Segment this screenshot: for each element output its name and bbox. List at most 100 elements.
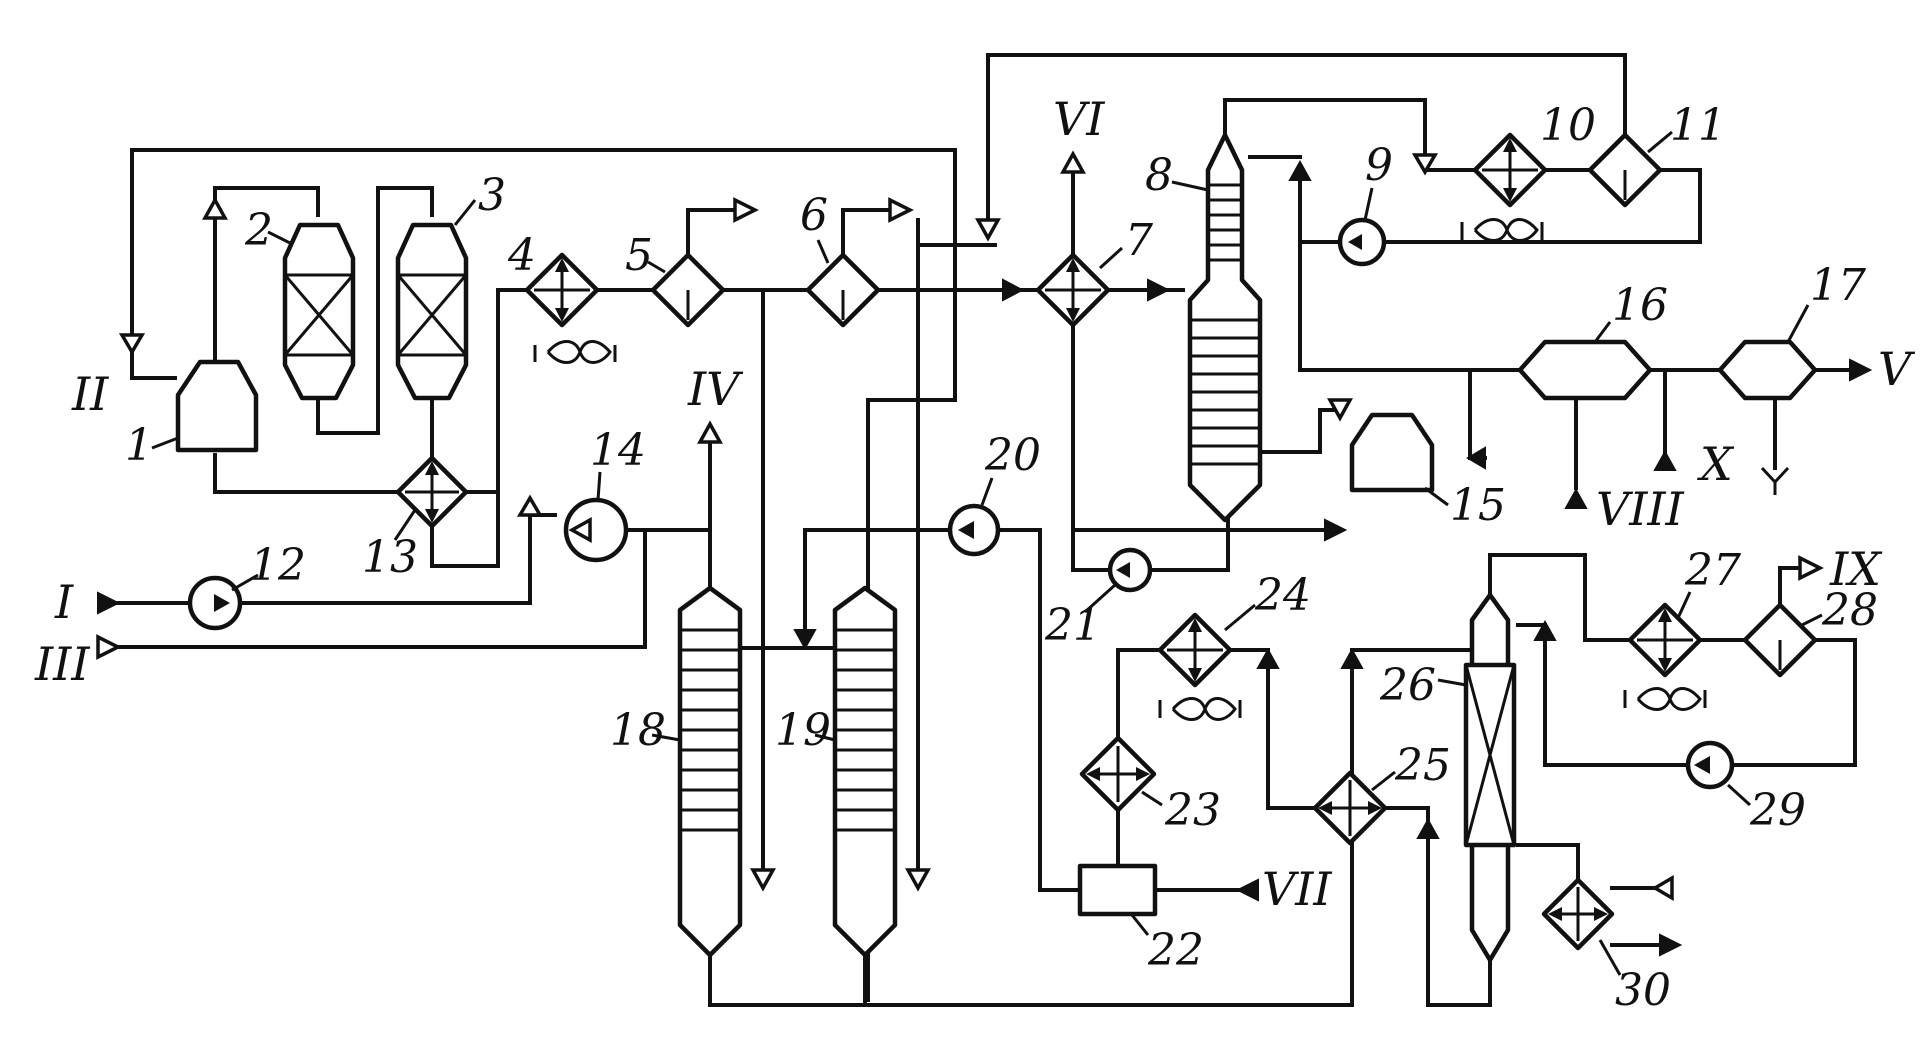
pipe-30-out (1610, 886, 1662, 947)
arrow-1-up (202, 196, 228, 220)
arrow-26-up (1416, 817, 1440, 839)
label-18: 18 (610, 705, 666, 756)
label-29: 29 (1749, 785, 1806, 836)
arrow-26-top (1533, 619, 1557, 641)
column-26 (1463, 592, 1517, 963)
air-cooler-10 (1460, 132, 1548, 242)
pipe-stream-iii (116, 528, 647, 649)
piping (116, 53, 1857, 1007)
label-19: 19 (775, 705, 831, 756)
column-8 (1187, 132, 1263, 523)
arrow-i (97, 591, 121, 615)
arrow-5-liquid (750, 868, 776, 892)
reactor-2 (282, 222, 356, 401)
arrow-x (1653, 449, 1677, 471)
label-7: 7 (1125, 215, 1153, 266)
unit-22 (1077, 863, 1158, 917)
label-2: 2 (244, 205, 273, 256)
pipe-24-out (1228, 648, 1317, 810)
stream-labels: I II III IV V VI VII VIII IX X (34, 92, 1916, 916)
stream-vii: VII (1262, 862, 1332, 916)
pump-12 (187, 575, 243, 631)
separator-15 (1349, 412, 1435, 493)
pump-20 (947, 503, 1001, 557)
column-19 (832, 585, 898, 958)
vessel-17 (1717, 339, 1818, 401)
vessel-16 (1517, 339, 1653, 401)
arrow-recycle-down (975, 218, 1001, 242)
column-19-trays (835, 628, 895, 832)
pipe-20-in (803, 528, 950, 642)
label-20: 20 (984, 430, 1041, 481)
stream-x: X (1697, 437, 1735, 491)
stream-ii: II (71, 367, 109, 421)
label-21: 21 (1044, 600, 1101, 651)
pipe-14-to-18 (625, 528, 712, 592)
pipe-8-top (1223, 98, 1427, 157)
flow-arrows (96, 150, 1873, 957)
label-13: 13 (362, 532, 418, 583)
pipe-7-down (1071, 323, 1114, 572)
pipe-5-vapor (686, 208, 737, 254)
label-17: 17 (1810, 260, 1866, 311)
air-cooler-27 (1623, 602, 1707, 711)
label-16: 16 (1612, 280, 1668, 331)
label-30: 30 (1615, 965, 1671, 1016)
pipe-16-drain (1468, 368, 1487, 460)
label-26: 26 (1379, 660, 1436, 711)
label-23: 23 (1164, 785, 1221, 836)
arrow-16-drain (1466, 446, 1486, 470)
equipment-labels: 1 2 3 4 5 6 7 8 9 10 11 12 13 14 15 16 1… (125, 100, 1878, 1016)
stream-viii: VIII (1596, 482, 1685, 536)
heat-exchanger-25 (1312, 770, 1388, 846)
label-4: 4 (507, 230, 536, 281)
column-8-trays (1190, 183, 1260, 466)
heat-exchanger-13 (395, 455, 469, 529)
pipe-1-to-13 (213, 453, 400, 494)
arrow-to-15 (1327, 398, 1353, 422)
heat-exchanger-23 (1079, 735, 1157, 813)
separator-1 (175, 359, 259, 453)
pipe-stream-ii (130, 148, 957, 1002)
pipe-21-to-8 (1146, 518, 1230, 572)
arrow-v (1849, 358, 1873, 382)
pipe-25-to-26 (1383, 806, 1492, 1007)
pipe-9-to-8 (1298, 173, 1342, 244)
arrow-to-7 (1002, 278, 1025, 302)
pipe-28-ix (1778, 566, 1802, 607)
stream-v: V (1878, 342, 1916, 396)
separator-28 (1742, 602, 1818, 678)
stream-ix: IX (1829, 542, 1883, 596)
arrow-viii (1564, 487, 1588, 509)
separator-11 (1587, 132, 1663, 208)
arrow-25-up (1340, 647, 1364, 669)
label-14: 14 (590, 425, 646, 476)
pipe-11-recycle (986, 53, 1627, 222)
pump-9 (1337, 217, 1387, 267)
arrow-24-up (1256, 647, 1280, 669)
arrow-12-up (516, 494, 544, 517)
pipe-26-top (1488, 553, 1632, 642)
heat-exchanger-30 (1541, 877, 1615, 951)
stream-iii: III (34, 637, 90, 691)
pipe-20-out (998, 528, 1090, 892)
arrow-iii (96, 634, 122, 660)
arrow-to-8 (1147, 278, 1171, 302)
pipe-11-to-9 (1383, 168, 1702, 244)
air-cooler-24 (1157, 612, 1242, 721)
pump-14 (563, 497, 629, 563)
label-5: 5 (625, 230, 653, 281)
label-3: 3 (478, 170, 506, 221)
label-10: 10 (1540, 100, 1596, 151)
pipe-13-to-4 (464, 288, 529, 494)
separator-6 (805, 252, 881, 328)
stream-i: I (54, 575, 74, 629)
label-27: 27 (1684, 545, 1741, 596)
pump-21 (1107, 547, 1153, 593)
label-24: 24 (1254, 570, 1311, 621)
stream-vi: VI (1053, 92, 1105, 146)
pipe-6-vapor (841, 208, 892, 254)
column-18 (677, 585, 743, 958)
separator-5 (650, 252, 726, 328)
pipe-28-to-29 (1730, 638, 1857, 767)
